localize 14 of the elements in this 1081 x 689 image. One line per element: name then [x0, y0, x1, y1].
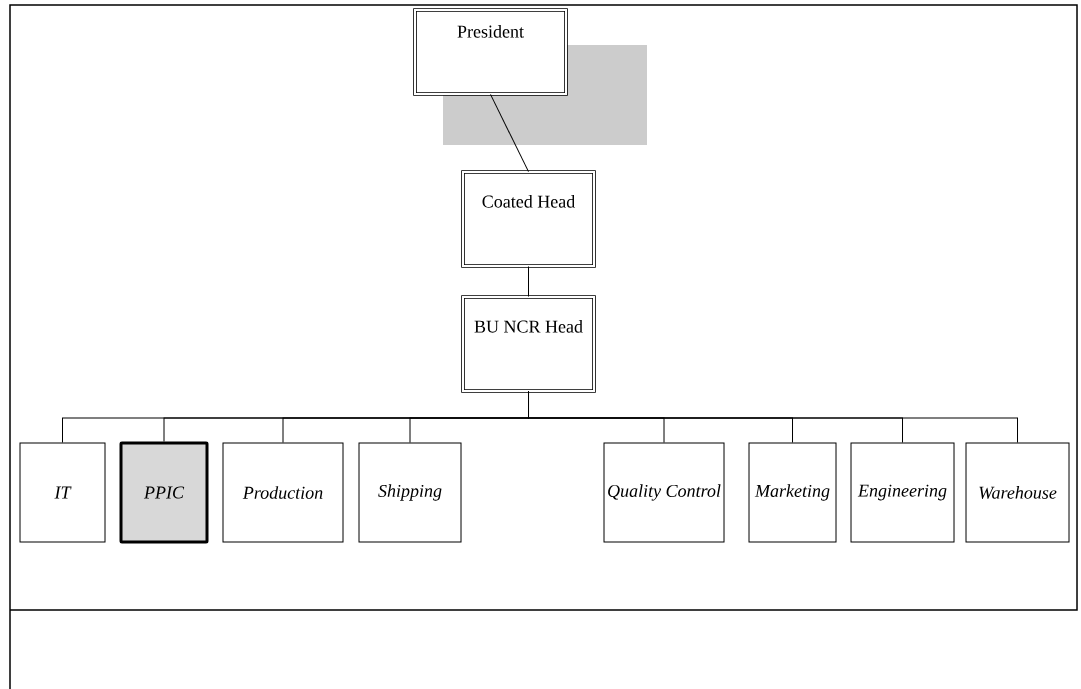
department-box: IT	[19, 442, 106, 543]
department-box: PPIC	[119, 441, 209, 544]
department-box: Engineering	[850, 442, 955, 543]
department-box: Quality Control	[603, 442, 725, 543]
department-box: Production	[222, 442, 344, 543]
department-box: Warehouse	[965, 442, 1070, 543]
position-box: BU NCR Head	[461, 295, 596, 393]
connector-line	[528, 390, 1018, 443]
connector-line	[528, 265, 529, 298]
position-box: Coated Head	[461, 170, 596, 268]
position-box: President	[413, 8, 568, 96]
connector-line	[490, 93, 529, 173]
department-box: Marketing	[748, 442, 837, 543]
department-box: Shipping	[358, 442, 462, 543]
